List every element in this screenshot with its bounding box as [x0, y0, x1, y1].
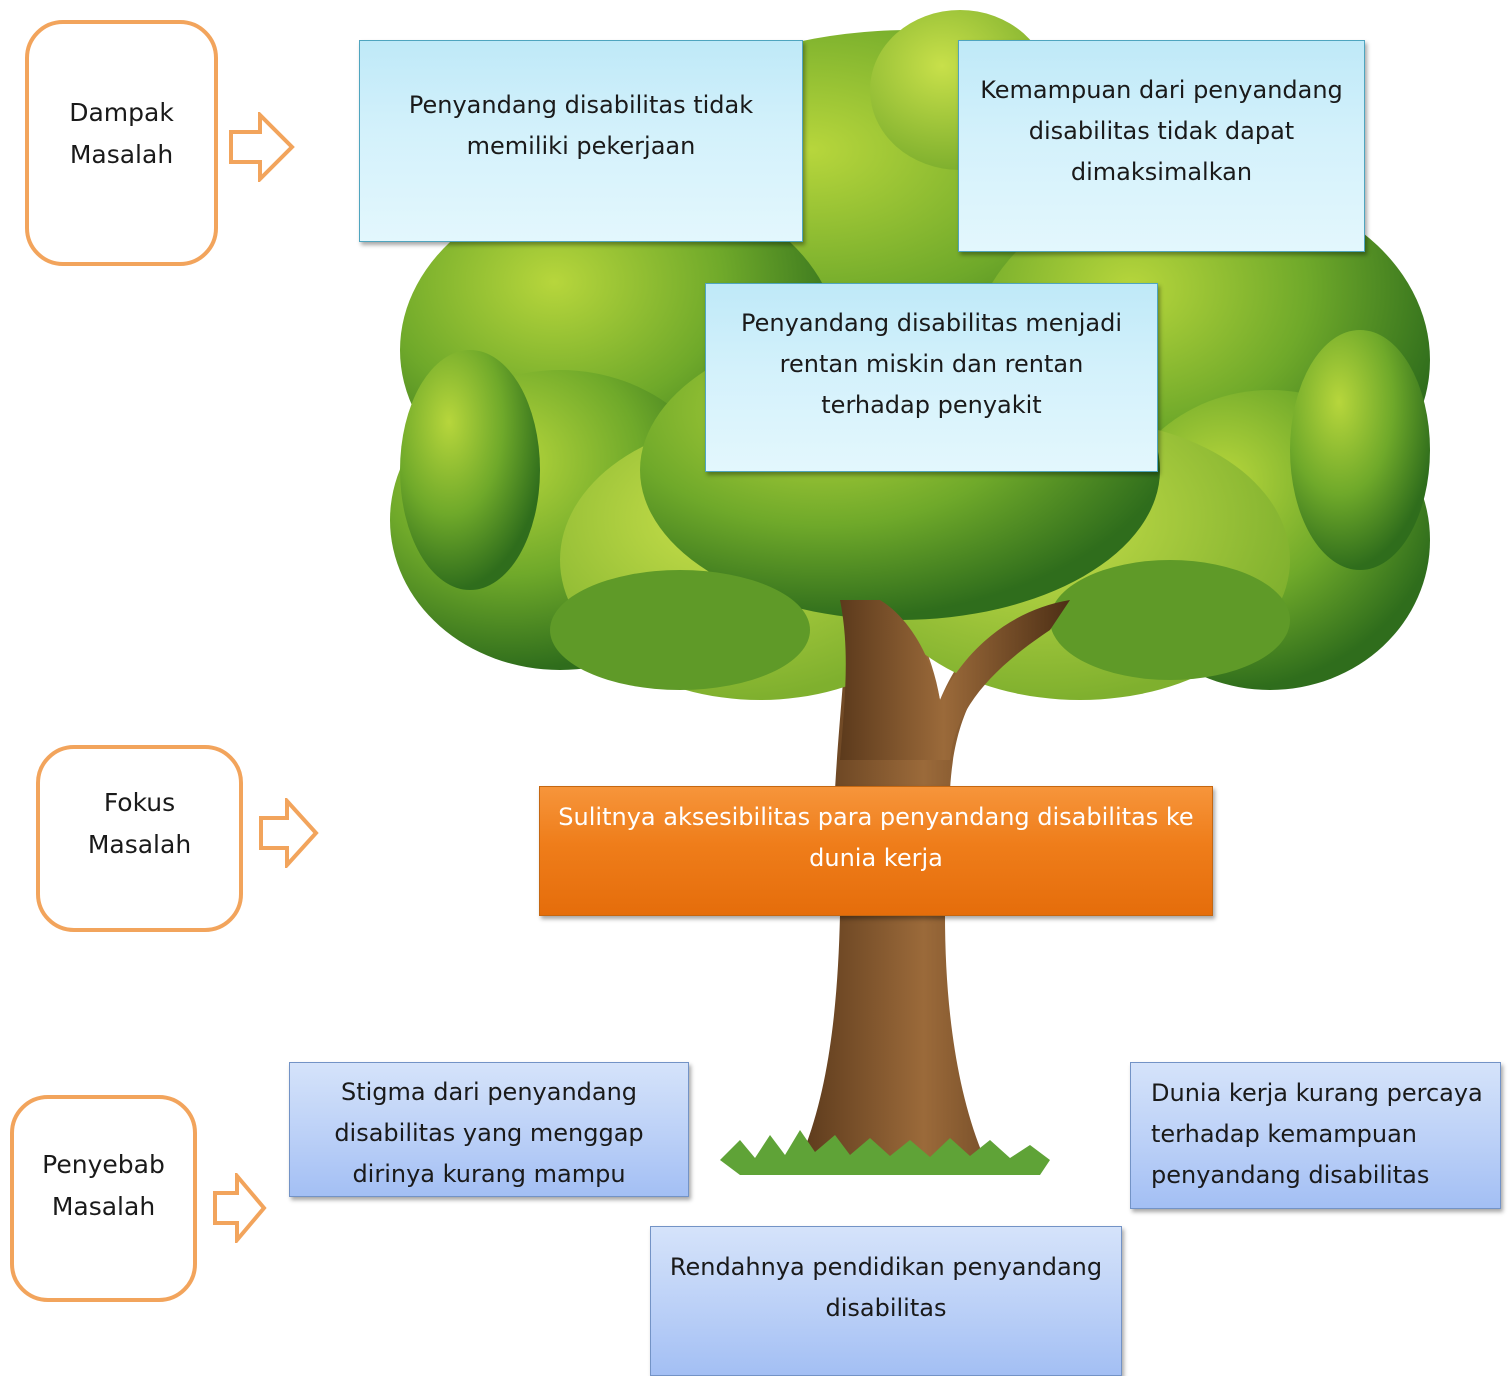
effect-box: Kemampuan dari penyandang disabilitas ti… [958, 40, 1365, 252]
label-line: Masalah [51, 1192, 156, 1221]
label-line: Masalah [69, 140, 174, 169]
label-line: Dampak [69, 98, 174, 127]
grass [720, 1130, 1050, 1175]
effect-box: Penyandang disabilitas menjadi rentan mi… [705, 283, 1158, 472]
cause-box: Dunia kerja kurang percaya terhadap kema… [1130, 1062, 1501, 1209]
label-fokus-masalah: Fokus Masalah [36, 745, 243, 932]
label-line: Fokus [103, 788, 176, 817]
arrow-right-icon [213, 1173, 267, 1243]
effect-line: disabilitas tidak dapat [1028, 117, 1295, 145]
cause-line: terhadap kemampuan [1151, 1120, 1417, 1148]
cause-line: dirinya kurang mampu [352, 1160, 626, 1188]
cause-box: Rendahnya pendidikan penyandang disabili… [650, 1226, 1122, 1376]
label-line: Penyebab [42, 1150, 165, 1179]
effect-line: rentan miskin dan rentan [779, 350, 1084, 378]
label-line: Masalah [87, 830, 192, 859]
arrow-right-icon [229, 112, 295, 182]
effect-line: Penyandang disabilitas tidak [408, 91, 754, 119]
cause-line: disabilitas yang menggap [334, 1119, 644, 1147]
effect-line: dimaksimalkan [1070, 158, 1253, 186]
arrow-right-icon [259, 798, 319, 868]
label-penyebab-masalah: Penyebab Masalah [10, 1095, 197, 1302]
effect-line: Kemampuan dari penyandang [980, 76, 1343, 104]
cause-line: Stigma dari penyandang [340, 1078, 638, 1106]
cause-line: Rendahnya pendidikan penyandang [669, 1253, 1103, 1281]
focus-line: Sulitnya aksesibilitas para penyandang d… [558, 803, 1194, 831]
effect-box: Penyandang disabilitas tidak memiliki pe… [359, 40, 803, 242]
focus-box: Sulitnya aksesibilitas para penyandang d… [539, 786, 1213, 916]
cause-line: penyandang disabilitas [1151, 1161, 1430, 1189]
label-dampak-masalah: Dampak Masalah [25, 20, 218, 266]
effect-line: Penyandang disabilitas menjadi [741, 309, 1122, 337]
effect-line: memiliki pekerjaan [466, 132, 696, 160]
cause-line: Dunia kerja kurang percaya [1151, 1079, 1483, 1107]
tree-trunk-upper [840, 600, 1070, 760]
effect-line: terhadap penyakit [821, 391, 1042, 419]
focus-line: dunia kerja [809, 844, 943, 872]
cause-box: Stigma dari penyandang disabilitas yang … [289, 1062, 689, 1197]
cause-line: disabilitas [825, 1294, 947, 1322]
